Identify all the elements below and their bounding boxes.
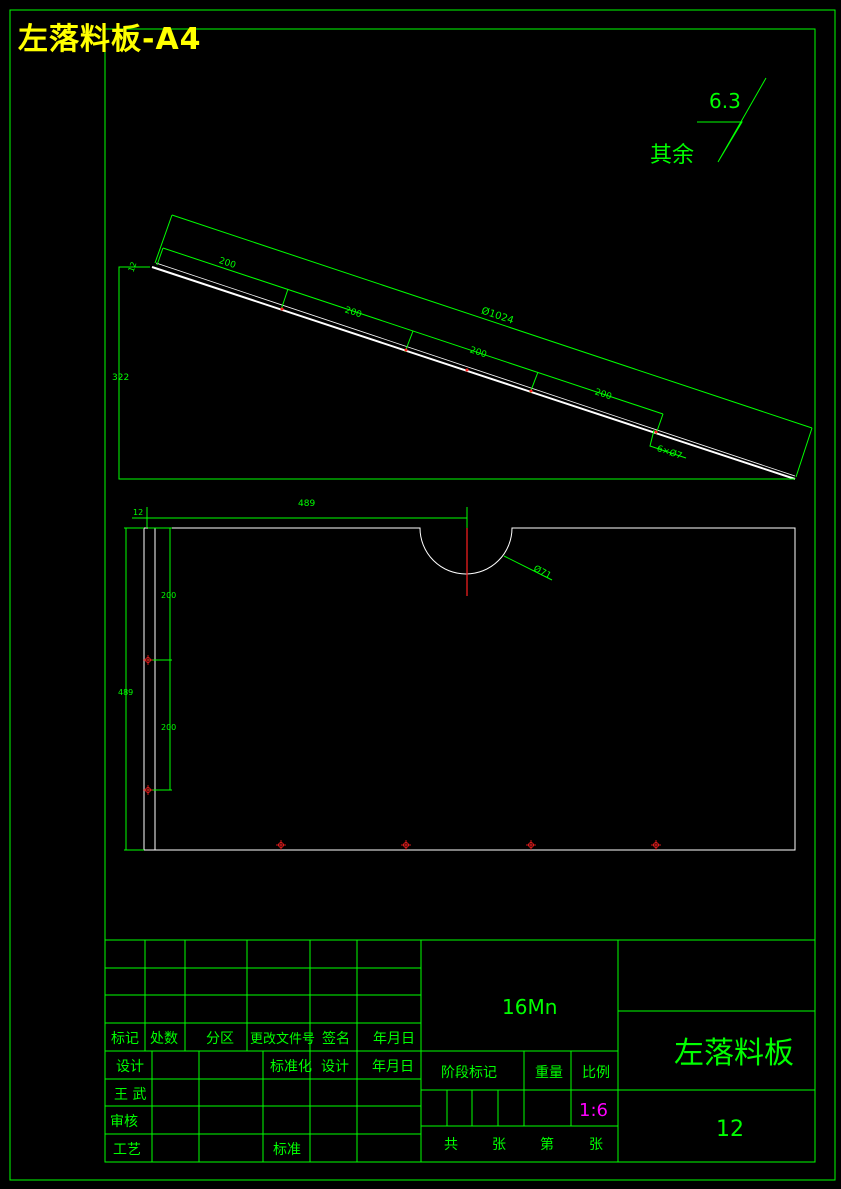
rev-header-count: 处数 — [150, 1031, 178, 1047]
scale-value: 1:6 — [579, 1100, 608, 1121]
rev-header-docno: 更改文件号 — [250, 1032, 315, 1047]
overall-dim-line — [171, 214, 813, 429]
rev-header-date: 年月日 — [373, 1031, 415, 1047]
sheet-title: 左落料板-A4 — [18, 22, 202, 57]
rev-header-sign: 签名 — [322, 1030, 350, 1047]
designer-name: 王 武 — [114, 1087, 146, 1103]
rev-header-mark: 标记 — [111, 1031, 139, 1047]
sheet-zhang-1: 张 — [492, 1137, 506, 1153]
material-value: 16Mn — [502, 995, 557, 1019]
height-dim-label: 322 — [112, 373, 129, 383]
holes-label: 6×Ø7 — [655, 443, 683, 462]
left-height-label: 489 — [118, 688, 133, 697]
radius-leader — [503, 555, 553, 581]
v2-label: 200 — [161, 723, 176, 732]
sheet-di-label: 第 — [540, 1136, 554, 1153]
check-label: 审核 — [110, 1114, 138, 1130]
side-view: 322 12 Ø1024 200 200 200 200 6×Ø7 — [112, 214, 813, 480]
height-extension — [118, 266, 795, 480]
sheet-total-label: 共 — [444, 1137, 458, 1153]
stage-mark-label: 阶段标记 — [441, 1065, 497, 1081]
standardize-label: 标准化 — [270, 1059, 312, 1075]
date-label: 年月日 — [372, 1059, 414, 1075]
seg3-label: 200 — [468, 345, 488, 360]
roughness-value: 6.3 — [709, 89, 741, 113]
weight-label: 重量 — [535, 1065, 563, 1081]
title-block-text: 标记 处数 分区 更改文件号 签名 年月日 设计 标准化 设计 年月日 王 武 … — [110, 995, 794, 1158]
top-length-label: 489 — [298, 499, 315, 509]
drawing-number: 12 — [716, 1117, 744, 1142]
plan-holes — [143, 655, 661, 850]
title-block — [104, 939, 816, 1163]
top-offset-label: 12 — [133, 508, 143, 517]
small-dim-label: 12 — [127, 261, 139, 274]
seg2-label: 200 — [343, 305, 363, 320]
outer-border — [9, 9, 836, 1181]
seg4-label: 200 — [593, 387, 613, 402]
v1-label: 200 — [161, 591, 176, 600]
holes-leader — [649, 429, 687, 459]
roughness-note: 其余 — [650, 143, 694, 168]
plate-edge-top — [155, 262, 796, 477]
design-label-2: 设计 — [321, 1059, 349, 1075]
plate-outline — [143, 527, 796, 851]
design-label: 设计 — [116, 1059, 144, 1075]
roughness-symbol: 6.3 其余 — [650, 77, 767, 168]
part-name: 左落料板 — [674, 1036, 794, 1071]
scale-label: 比例 — [582, 1065, 610, 1081]
sheet-zhang-2: 张 — [589, 1137, 603, 1153]
approve-label: 标准 — [273, 1142, 301, 1158]
rev-header-zone: 分区 — [206, 1031, 234, 1047]
plate-edge — [151, 266, 796, 480]
process-label: 工艺 — [113, 1142, 141, 1158]
seg1-label: 200 — [217, 256, 237, 271]
plan-view: 489 12 Ø71 489 200 200 — [118, 499, 796, 851]
side-hole-marks — [280, 307, 658, 434]
inner-border — [104, 28, 816, 1163]
